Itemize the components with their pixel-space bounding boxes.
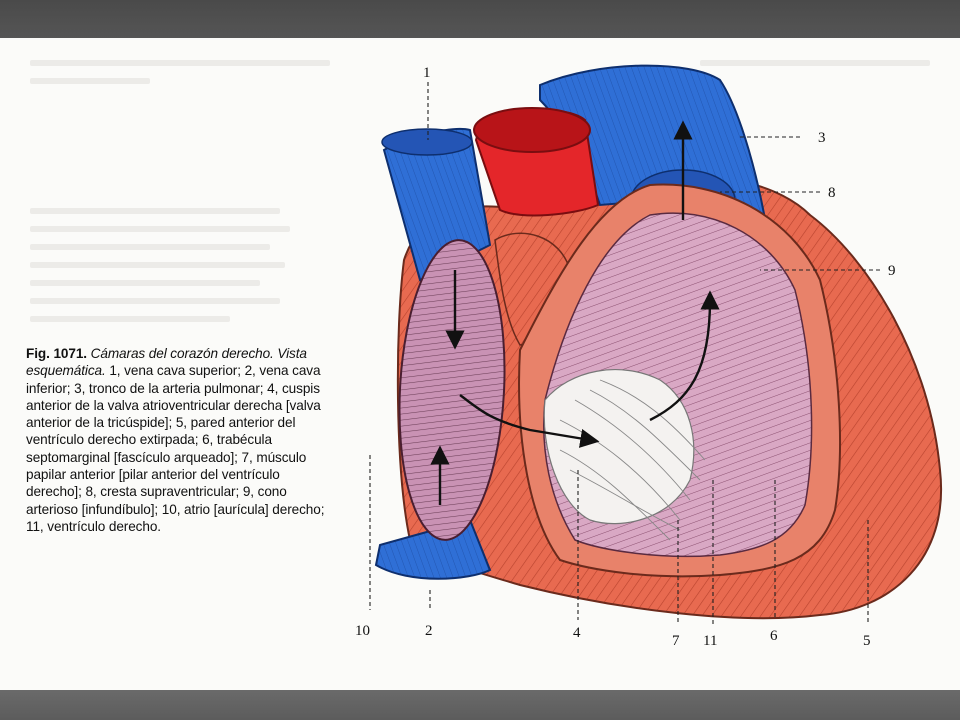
label-11: 11 xyxy=(703,633,717,649)
blood-flow-arrows xyxy=(430,120,720,505)
right-atrium-chamber xyxy=(398,239,506,541)
bleed-through-text xyxy=(30,316,230,322)
bleed-through-text xyxy=(30,280,260,286)
label-6: 6 xyxy=(770,628,778,644)
label-5: 5 xyxy=(863,633,871,649)
bleed-through-text xyxy=(30,60,330,66)
bleed-through-text xyxy=(700,60,930,66)
bleed-through-text xyxy=(30,298,280,304)
bleed-through-text xyxy=(30,78,150,84)
tricuspid-valve xyxy=(543,369,695,525)
label-1: 1 xyxy=(423,65,431,81)
bleed-through-text xyxy=(30,226,290,232)
caption-body: 1, vena cava superior; 2, vena cava infe… xyxy=(26,363,325,534)
bleed-through-text xyxy=(30,208,280,214)
label-4: 4 xyxy=(573,625,581,641)
chordae-tendineae xyxy=(559,379,706,541)
label-2: 2 xyxy=(425,623,433,639)
inferior-vena-cava xyxy=(374,518,492,580)
svc-opening xyxy=(381,128,473,156)
label-leaders xyxy=(369,82,880,625)
label-10: 10 xyxy=(355,623,370,639)
label-9: 9 xyxy=(888,263,896,279)
caption-title: Cámaras del corazón derecho. Vista esque… xyxy=(26,346,307,379)
caption-number: Fig. 1071. xyxy=(26,346,87,361)
label-7: 7 xyxy=(672,633,680,649)
slide-bottom-bar xyxy=(0,690,960,720)
figure-caption: Fig. 1071. Cámaras del corazón derecho. … xyxy=(26,345,328,535)
bleed-through-text xyxy=(30,244,270,250)
bleed-through-text xyxy=(30,262,285,268)
aorta-opening xyxy=(473,107,591,153)
label-8: 8 xyxy=(828,185,836,201)
label-3: 3 xyxy=(818,130,826,146)
label-numbers: 1 3 8 9 10 2 4 7 11 6 5 xyxy=(355,65,896,649)
slide-top-bar xyxy=(0,0,960,38)
